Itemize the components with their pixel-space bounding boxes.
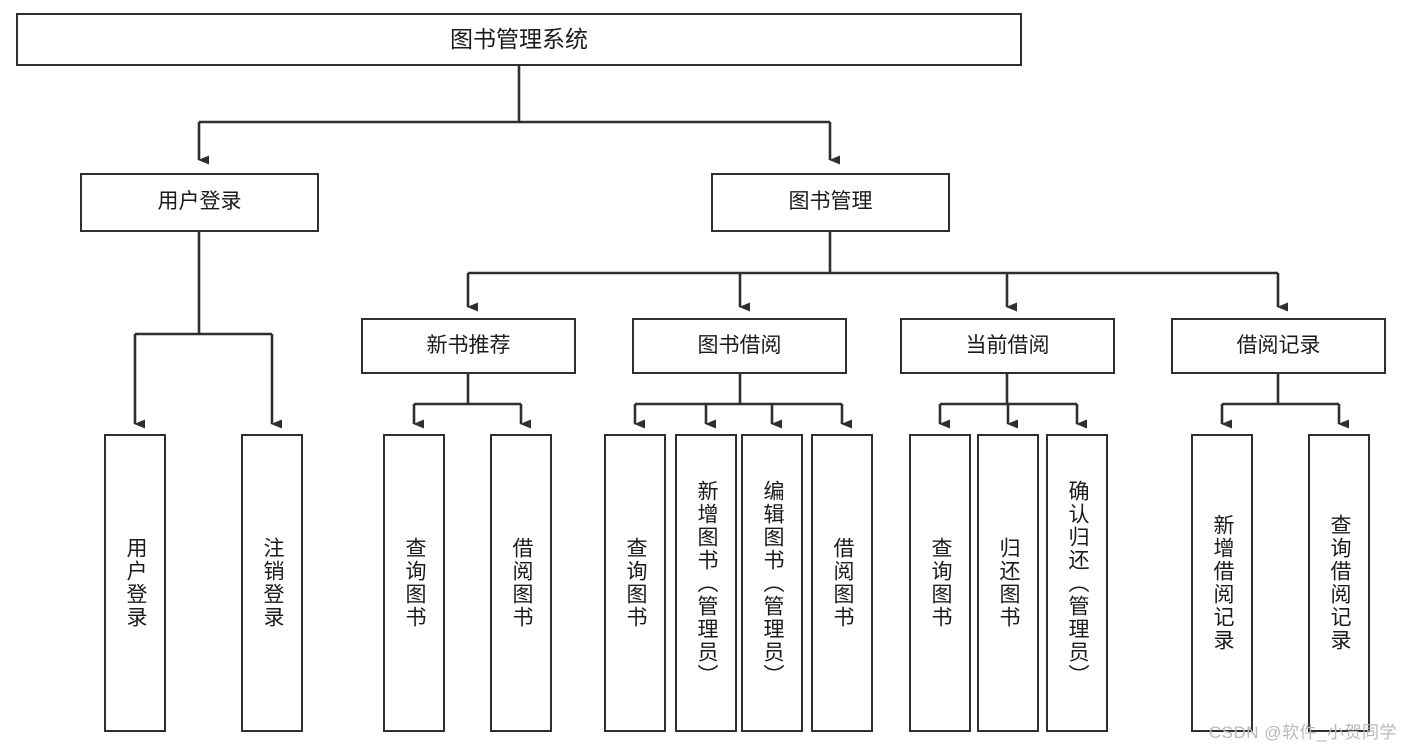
node-current-borrow[interactable]: 当前借阅 <box>900 318 1115 374</box>
watermark: CSDN @软件_小贺同学 <box>1208 723 1397 742</box>
node-book-borrow[interactable]: 图书借阅 <box>632 318 847 374</box>
node-new-book-recommend-label: 新书推荐 <box>426 333 511 357</box>
leaf-current-borrow-3-label: 确认归还（管理员） <box>1066 479 1090 687</box>
leaf-book-borrow-1-label: 查询图书 <box>624 537 648 629</box>
node-root[interactable]: 图书管理系统 <box>16 13 1022 66</box>
leaf-new-book-1[interactable]: 查询图书 <box>383 434 445 732</box>
node-borrow-record-label: 借阅记录 <box>1236 333 1321 357</box>
leaf-book-borrow-2-label: 新增图书（管理员） <box>695 479 719 687</box>
leaf-book-borrow-3[interactable]: 编辑图书（管理员） <box>741 434 803 732</box>
leaf-new-book-2[interactable]: 借阅图书 <box>490 434 552 732</box>
node-new-book-recommend[interactable]: 新书推荐 <box>361 318 576 374</box>
leaf-current-borrow-1-label: 查询图书 <box>929 537 953 629</box>
leaf-book-borrow-4[interactable]: 借阅图书 <box>811 434 873 732</box>
leaf-user-login-2[interactable]: 注销登录 <box>241 434 303 732</box>
node-book-management[interactable]: 图书管理 <box>711 173 950 232</box>
leaf-current-borrow-1[interactable]: 查询图书 <box>909 434 971 732</box>
node-user-login-label: 用户登录 <box>157 190 242 214</box>
leaf-current-borrow-2-label: 归还图书 <box>997 537 1021 629</box>
node-user-login[interactable]: 用户登录 <box>80 173 319 232</box>
leaf-book-borrow-4-label: 借阅图书 <box>831 537 855 629</box>
leaf-new-book-1-label: 查询图书 <box>403 537 427 629</box>
leaf-current-borrow-3[interactable]: 确认归还（管理员） <box>1046 434 1108 732</box>
leaf-book-borrow-3-label: 编辑图书（管理员） <box>761 479 785 687</box>
leaf-book-borrow-1[interactable]: 查询图书 <box>604 434 666 732</box>
node-book-borrow-label: 图书借阅 <box>697 333 782 357</box>
leaf-borrow-record-2[interactable]: 查询借阅记录 <box>1308 434 1370 732</box>
leaf-borrow-record-1-label: 新增借阅记录 <box>1211 514 1235 652</box>
node-root-label: 图书管理系统 <box>450 25 588 52</box>
leaf-user-login-2-label: 注销登录 <box>261 537 285 629</box>
leaf-borrow-record-2-label: 查询借阅记录 <box>1328 514 1352 652</box>
leaf-book-borrow-2[interactable]: 新增图书（管理员） <box>675 434 737 732</box>
node-current-borrow-label: 当前借阅 <box>965 333 1050 357</box>
leaf-user-login-1-label: 用户登录 <box>124 537 148 629</box>
node-borrow-record[interactable]: 借阅记录 <box>1171 318 1386 374</box>
leaf-user-login-1[interactable]: 用户登录 <box>104 434 166 732</box>
leaf-current-borrow-2[interactable]: 归还图书 <box>977 434 1039 732</box>
leaf-borrow-record-1[interactable]: 新增借阅记录 <box>1191 434 1253 732</box>
node-book-management-label: 图书管理 <box>788 190 873 214</box>
leaf-new-book-2-label: 借阅图书 <box>510 537 534 629</box>
